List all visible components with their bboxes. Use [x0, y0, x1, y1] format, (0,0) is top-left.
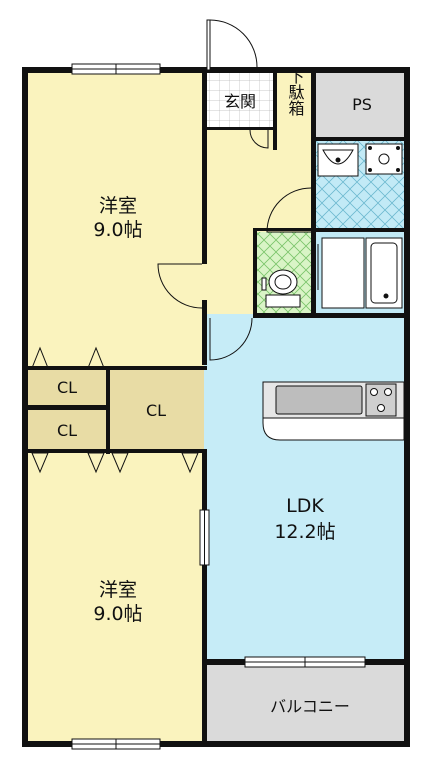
- bedroom-north: [27, 72, 204, 368]
- door-swing-icon: [31, 19, 319, 474]
- closet-lower-label: CL: [57, 421, 77, 440]
- stove-icon: [365, 383, 397, 417]
- toilet-icon: [261, 269, 301, 308]
- kitchen-sink-icon: [275, 385, 363, 415]
- shoe-box: [277, 72, 313, 150]
- entrance-label: 玄関: [224, 92, 256, 111]
- windows: [71, 63, 366, 750]
- shoe-box-label: 下駄箱: [286, 68, 305, 116]
- pipe-space-label: PS: [352, 95, 372, 114]
- bedroom-north-size: 9.0帖: [93, 219, 142, 241]
- balcony-area: [207, 665, 406, 743]
- ldk-size: 12.2帖: [274, 521, 335, 543]
- entrance-floor: [207, 72, 273, 127]
- ldk-name: LDK: [286, 495, 324, 517]
- bathtub-icon: [321, 237, 403, 309]
- bedroom-south-size: 9.0帖: [93, 603, 142, 625]
- closet-center-label: CL: [146, 401, 166, 420]
- ldk-room: [204, 314, 406, 662]
- pipe-space: [314, 72, 406, 139]
- bedroom-north-name: 洋室: [99, 195, 137, 217]
- closet-lower: [27, 410, 107, 450]
- bedroom-south: [27, 451, 204, 743]
- kitchen-counter: [262, 381, 405, 441]
- closet-upper-label: CL: [57, 378, 77, 397]
- washbasin-icon: [317, 143, 403, 177]
- closet-center: [109, 368, 204, 450]
- closet-upper: [27, 368, 107, 405]
- balcony-label: バルコニー: [270, 697, 350, 716]
- bedroom-south-name: 洋室: [99, 579, 137, 601]
